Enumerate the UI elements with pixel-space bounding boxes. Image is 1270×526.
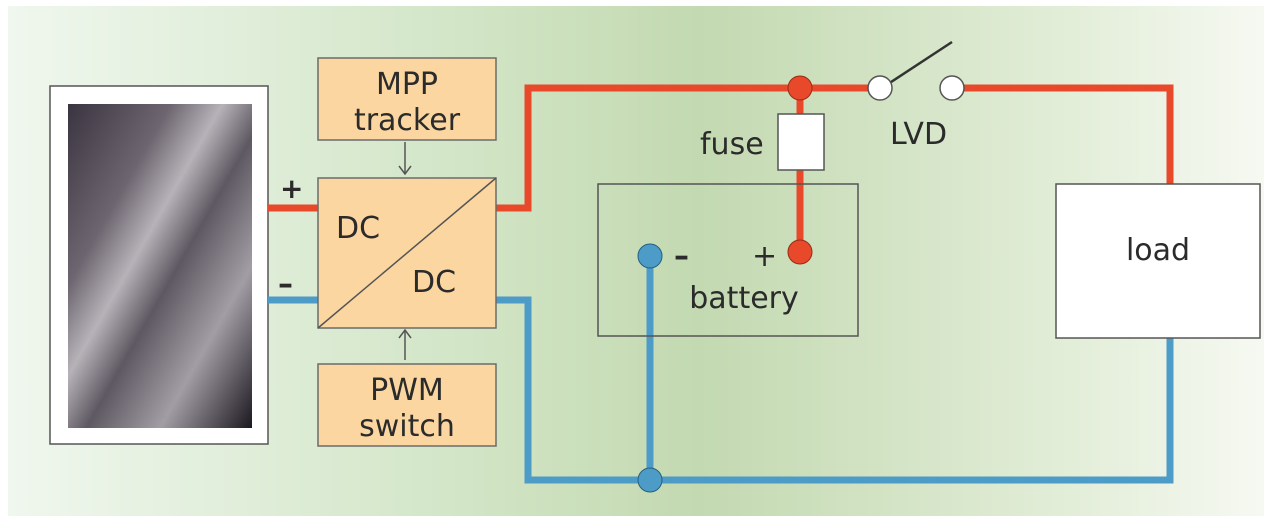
panel-minus-sign: – <box>278 267 293 302</box>
pwm-switch-label-line1: PWM <box>370 373 444 408</box>
battery-negative-terminal <box>637 243 663 269</box>
panel-plus-sign: + <box>280 172 303 205</box>
solar-panel-icon <box>49 85 269 445</box>
mpp-tracker-label-line1: MPP <box>376 67 438 102</box>
mpp-arrow-head <box>398 165 412 176</box>
battery-box <box>597 183 859 337</box>
controller-negative-wire <box>496 296 1174 484</box>
switch-contact-left <box>867 75 893 101</box>
negative-wires <box>268 256 1174 484</box>
pwm-switch-label-line2: switch <box>359 409 455 444</box>
mpp-tracker-box <box>317 57 497 141</box>
switch-lever <box>887 40 953 86</box>
switch-contact-right <box>939 75 965 101</box>
positive-junction-dot <box>787 75 813 101</box>
dc-output-label: DC <box>412 265 456 300</box>
dc-input-label: DC <box>336 211 380 246</box>
solar-panel-cell <box>68 104 252 428</box>
open-switch-icon <box>867 40 965 101</box>
pwm-switch-box <box>317 363 497 447</box>
load-label: load <box>1126 233 1190 268</box>
battery-minus-sign: – <box>674 239 689 274</box>
dc-dc-diagonal <box>317 177 497 329</box>
fuse-label: fuse <box>700 127 764 162</box>
battery-positive-terminal <box>787 239 813 265</box>
mpp-tracker-label-line2: tracker <box>354 103 461 138</box>
negative-junction-dot <box>637 467 663 493</box>
battery-label: battery <box>689 281 799 316</box>
lvd-to-load-wire <box>954 84 1174 184</box>
load-box <box>1055 183 1261 339</box>
pwm-arrow-head <box>398 328 412 339</box>
battery-plus-sign: + <box>752 239 777 274</box>
control-arrows <box>398 142 412 360</box>
fuse-box <box>777 113 825 171</box>
lvd-label: LVD <box>890 117 947 152</box>
controller-to-junction-wire <box>496 84 880 212</box>
